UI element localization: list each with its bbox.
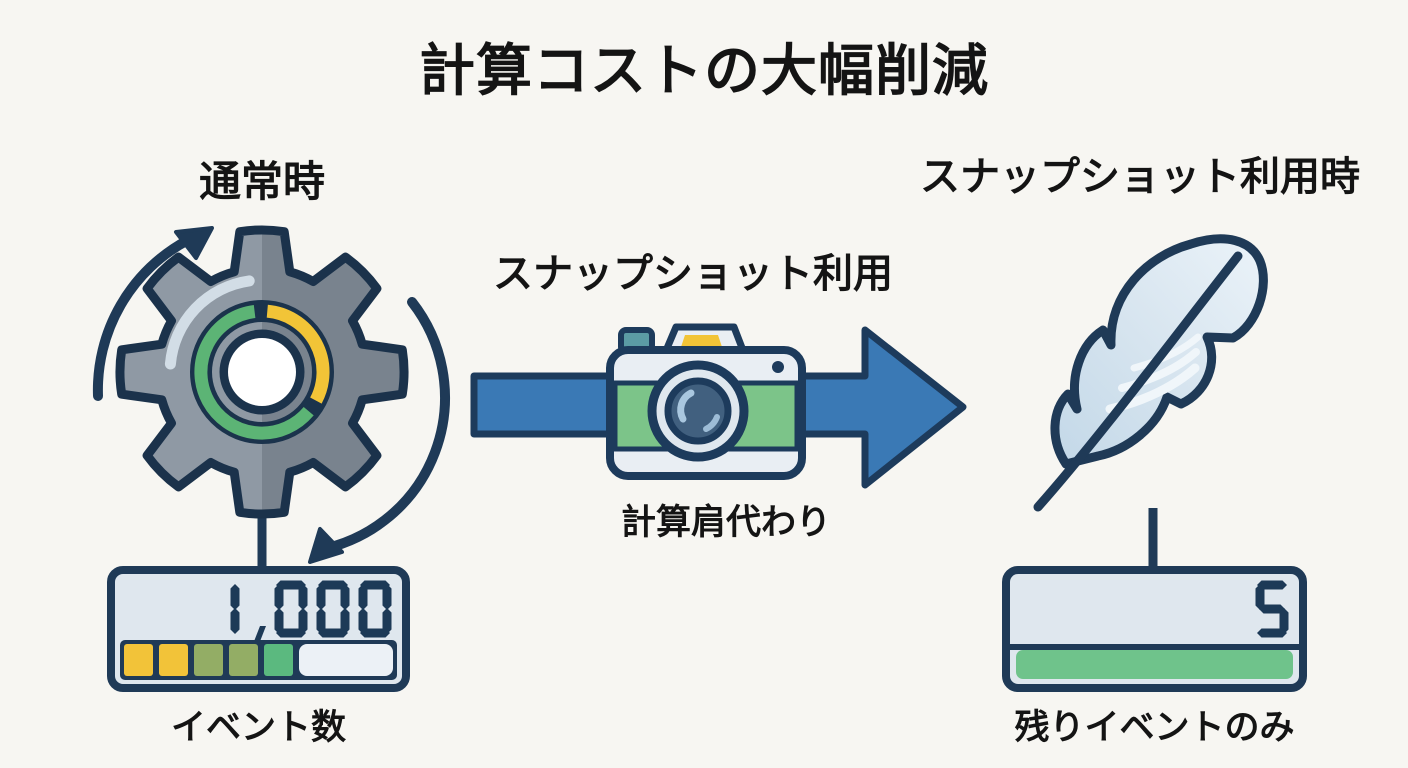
feather-streak xyxy=(1130,333,1202,372)
counter-display xyxy=(1010,574,1299,644)
caption-event-count: イベント数 xyxy=(170,708,346,748)
gear-center-hole xyxy=(228,338,296,406)
ring-green-arc xyxy=(194,305,314,440)
label-snapshot-time: スナップショット利用時 xyxy=(920,154,1360,200)
gear-icon xyxy=(92,225,450,568)
caption-remaining-events: 残りイベントのみ xyxy=(1014,708,1295,748)
seven-segment-value xyxy=(228,580,392,644)
ring-inner-outline xyxy=(219,329,305,415)
event-progress-strip xyxy=(120,640,397,680)
event-segment xyxy=(159,644,188,676)
cycle-arrows-icon xyxy=(92,226,450,564)
feather-streak xyxy=(1118,348,1200,392)
ring-yellow-arc xyxy=(266,304,330,404)
event-counter-normal xyxy=(107,566,410,692)
event-segment xyxy=(264,644,293,676)
page-title: 計算コストの大幅削減 xyxy=(419,39,989,104)
seven-segment-value xyxy=(1255,580,1289,644)
feather-quill xyxy=(1033,251,1243,512)
event-segment xyxy=(194,644,223,676)
feather-icon xyxy=(1033,234,1268,568)
event-counter-snapshot xyxy=(1002,566,1307,692)
event-segment xyxy=(229,644,258,676)
label-snapshot-use: スナップショット利用 xyxy=(493,251,893,297)
counter-separator xyxy=(1010,644,1299,650)
camera-icon xyxy=(606,323,806,480)
transfer-illustration xyxy=(470,323,967,489)
counter-display xyxy=(115,574,402,644)
caption-computation-offload: 計算肩代わり xyxy=(620,503,831,543)
label-normal-mode: 通常時 xyxy=(198,157,325,206)
gear-highlight xyxy=(164,275,255,370)
remaining-bar xyxy=(1016,650,1293,679)
event-segment xyxy=(124,644,153,676)
event-track-remaining xyxy=(299,644,393,676)
